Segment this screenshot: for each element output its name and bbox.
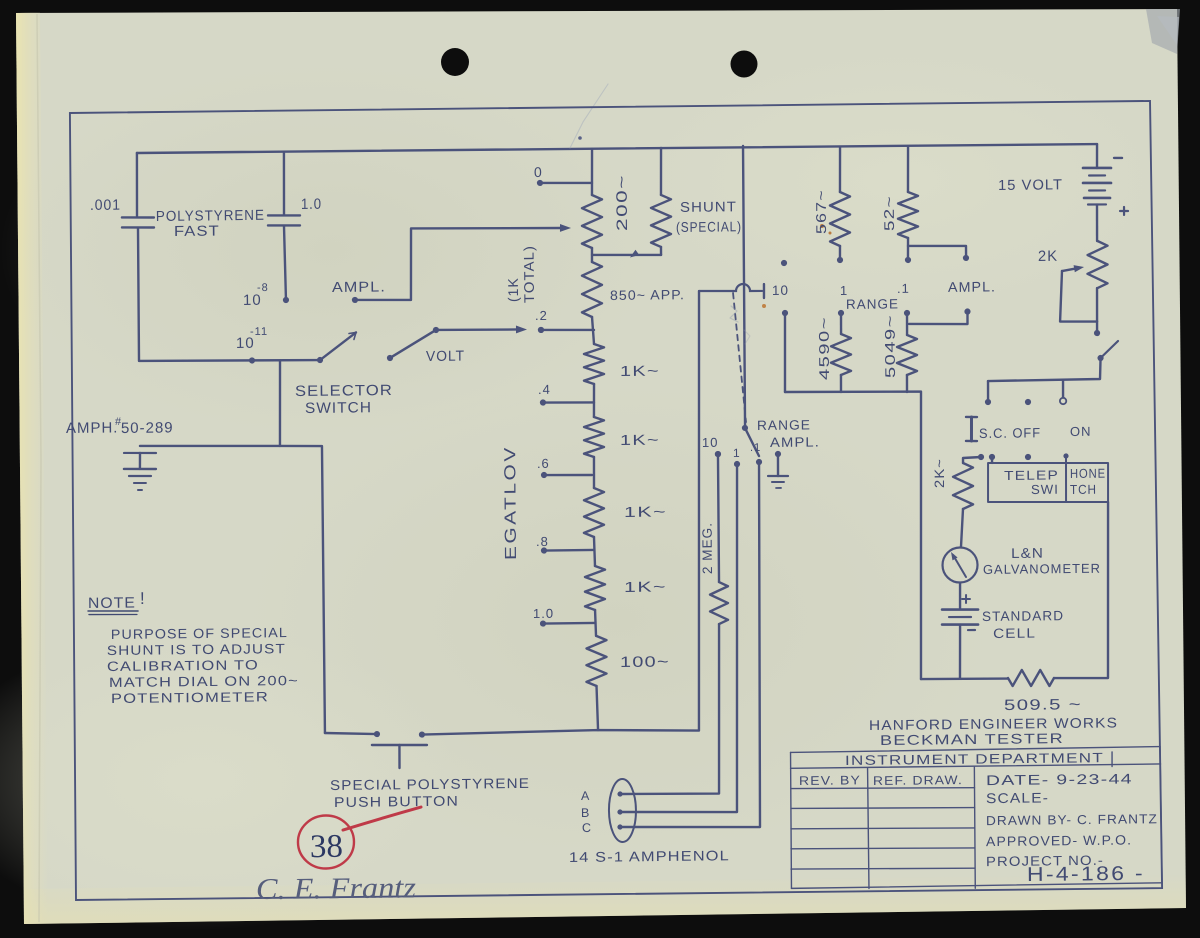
- svg-text:-11: -11: [250, 326, 268, 338]
- svg-text:RANGE: RANGE: [846, 296, 899, 312]
- svg-text:PUSH BUTTON: PUSH BUTTON: [334, 793, 459, 810]
- svg-text:FAST: FAST: [174, 223, 220, 239]
- svg-text:INSTRUMENT DEPARTMENT: INSTRUMENT DEPARTMENT: [845, 750, 1104, 768]
- svg-text:10: 10: [236, 335, 255, 352]
- svg-text:52~: 52~: [881, 195, 897, 231]
- svg-text:567~: 567~: [813, 189, 829, 234]
- svg-text:200~: 200~: [614, 174, 631, 231]
- svg-text:.001: .001: [90, 197, 121, 214]
- svg-text:PURPOSE OF SPECIAL: PURPOSE OF SPECIAL: [111, 625, 288, 642]
- svg-text:SPECIAL POLYSTYRENE: SPECIAL POLYSTYRENE: [330, 775, 530, 793]
- svg-text:POTENTIOMETER: POTENTIOMETER: [111, 689, 269, 706]
- svg-text:STANDARD: STANDARD: [982, 608, 1064, 624]
- svg-text:14 S-1 AMPHENOL: 14 S-1 AMPHENOL: [569, 847, 730, 865]
- svg-text:SHUNT: SHUNT: [680, 198, 737, 215]
- svg-text:1: 1: [840, 283, 848, 298]
- svg-text:CELL: CELL: [993, 626, 1036, 641]
- svg-text:H-4-186 -: H-4-186 -: [1027, 863, 1145, 886]
- svg-text:PROJECT NO.-: PROJECT NO.-: [986, 853, 1104, 869]
- svg-text:AMPH.: AMPH.: [66, 419, 119, 437]
- svg-text:A: A: [581, 789, 590, 803]
- svg-text:SCALE-: SCALE-: [986, 789, 1049, 806]
- svg-text:1K~: 1K~: [620, 433, 660, 449]
- svg-text:.1: .1: [750, 442, 761, 454]
- svg-text:2K~: 2K~: [932, 458, 947, 488]
- svg-text:BECKMAN TESTER: BECKMAN TESTER: [880, 730, 1064, 748]
- svg-text:TOTAL): TOTAL): [521, 245, 537, 303]
- svg-text:AMPL.: AMPL.: [770, 434, 820, 450]
- svg-text:850~ APP.: 850~ APP.: [610, 287, 685, 303]
- svg-text:RANGE: RANGE: [757, 417, 811, 433]
- svg-text:AMPL.: AMPL.: [948, 278, 996, 295]
- svg-text:C. E. Frantz: C. E. Frantz: [256, 871, 417, 906]
- svg-text:2 MEG.: 2 MEG.: [700, 522, 715, 574]
- svg-text:TCH: TCH: [1070, 482, 1097, 497]
- svg-text:#: #: [115, 416, 122, 428]
- svg-text:1.0: 1.0: [533, 606, 554, 621]
- svg-text:10: 10: [243, 292, 262, 309]
- svg-text:50-289: 50-289: [121, 419, 174, 437]
- svg-text:15 VOLT: 15 VOLT: [998, 177, 1063, 194]
- svg-text:HONE: HONE: [1070, 466, 1106, 481]
- svg-text:5049~: 5049~: [882, 314, 898, 378]
- svg-text:NOTE: NOTE: [88, 595, 136, 613]
- svg-text:.4: .4: [538, 382, 551, 397]
- svg-text:.6: .6: [537, 456, 550, 471]
- svg-text:SWI: SWI: [1031, 482, 1059, 497]
- svg-text:10: 10: [702, 435, 719, 450]
- svg-text:C: C: [582, 821, 592, 835]
- svg-text:-8: -8: [257, 282, 269, 294]
- svg-text:DRAWN BY- C. FRANTZ: DRAWN BY- C. FRANTZ: [986, 811, 1158, 828]
- svg-text:MATCH DIAL ON 200~: MATCH DIAL ON 200~: [109, 673, 299, 690]
- svg-text:L&N: L&N: [1011, 545, 1044, 561]
- svg-text:EGATLOV: EGATLOV: [502, 445, 520, 560]
- svg-text:CALIBRATION TO: CALIBRATION TO: [107, 657, 259, 674]
- svg-text:1K~: 1K~: [624, 504, 667, 520]
- svg-text:DATE- 9-23-44: DATE- 9-23-44: [986, 770, 1133, 788]
- svg-text:38: 38: [310, 829, 343, 865]
- svg-text:ON: ON: [1070, 424, 1092, 439]
- svg-text:POLYSTYRENE: POLYSTYRENE: [156, 208, 265, 225]
- svg-text:SELECTOR: SELECTOR: [295, 382, 393, 400]
- svg-text:REV. BY: REV. BY: [799, 773, 861, 788]
- svg-text:SWITCH: SWITCH: [305, 399, 372, 417]
- svg-text:S.C. OFF: S.C. OFF: [979, 425, 1041, 441]
- svg-text:APPROVED- W.P.O.: APPROVED- W.P.O.: [986, 832, 1132, 849]
- svg-text:AMPL.: AMPL.: [332, 279, 386, 296]
- svg-text:GALVANOMETER: GALVANOMETER: [983, 561, 1101, 577]
- svg-text:.8: .8: [536, 534, 549, 549]
- svg-text:1K~: 1K~: [624, 580, 667, 596]
- svg-text:B: B: [581, 806, 590, 820]
- svg-text:(1K: (1K: [505, 277, 521, 302]
- svg-text:VOLT: VOLT: [426, 349, 465, 365]
- svg-text:SHUNT IS TO ADJUST: SHUNT IS TO ADJUST: [107, 641, 286, 658]
- svg-text:4590~: 4590~: [816, 316, 832, 380]
- svg-text:1K~: 1K~: [620, 364, 660, 380]
- svg-text:!: !: [140, 589, 146, 608]
- svg-text:100~: 100~: [620, 653, 670, 671]
- svg-text:(SPECIAL): (SPECIAL): [676, 218, 742, 235]
- svg-text:0: 0: [534, 164, 543, 180]
- svg-text:.1: .1: [897, 281, 910, 296]
- svg-text:TELEP: TELEP: [1004, 467, 1059, 483]
- svg-text:1: 1: [733, 446, 741, 460]
- svg-text:2K: 2K: [1038, 248, 1058, 265]
- svg-text:HANFORD ENGINEER WORKS: HANFORD ENGINEER WORKS: [869, 714, 1118, 733]
- svg-text:1.0: 1.0: [301, 196, 322, 213]
- svg-text:509.5 ~: 509.5 ~: [1004, 696, 1082, 714]
- svg-text:.2: .2: [535, 308, 548, 323]
- svg-text:REF. DRAW.: REF. DRAW.: [873, 773, 963, 788]
- svg-text:10: 10: [772, 283, 789, 298]
